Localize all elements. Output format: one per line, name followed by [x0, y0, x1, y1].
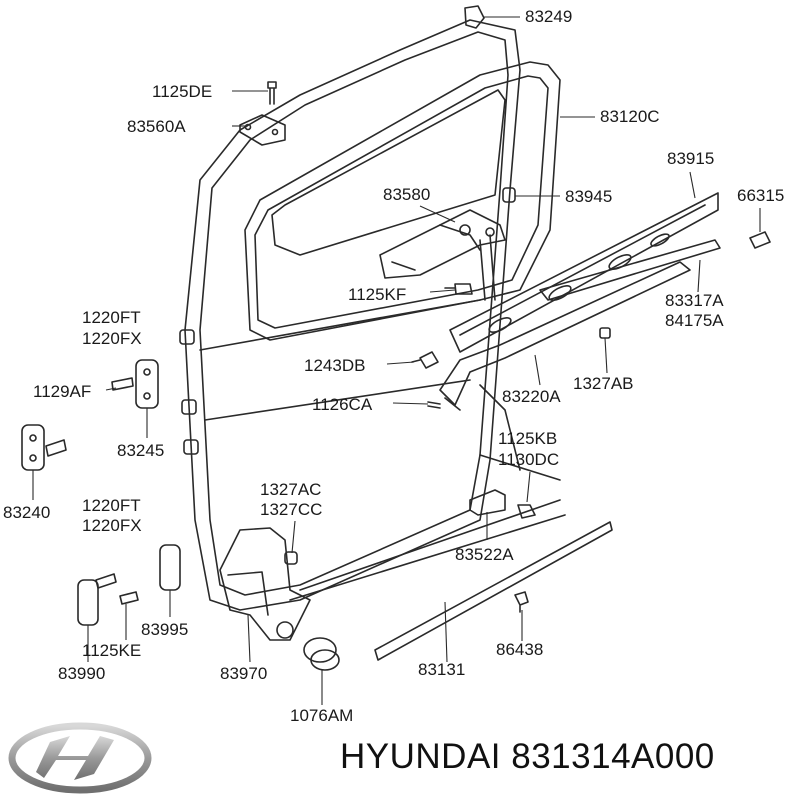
label-1327AC: 1327AC — [260, 480, 322, 499]
label-83317A: 83317A — [665, 291, 724, 310]
window-weatherstrip — [244, 61, 561, 341]
hyundai-logo-icon — [8, 722, 152, 794]
label-83580: 83580 — [383, 185, 431, 204]
label-1129AF: 1129AF — [33, 382, 92, 401]
window-weatherstrip-inner — [254, 75, 549, 329]
label-1125KF: 1125KF — [348, 285, 407, 304]
label-1076AM: 1076AM — [290, 706, 354, 725]
label-86438: 86438 — [496, 640, 544, 659]
label-1243DB: 1243DB — [304, 356, 366, 375]
label-83915: 83915 — [667, 149, 715, 168]
label-83970: 83970 — [220, 664, 268, 683]
label-83131: 83131 — [418, 660, 466, 679]
label-83945: 83945 — [565, 187, 613, 206]
part-83915-rail — [449, 192, 719, 353]
label-66315: 66315 — [737, 186, 785, 205]
label-1125KE: 1125KE — [82, 641, 142, 660]
label-83240: 83240 — [3, 503, 51, 522]
part-83580-bracket — [379, 209, 506, 279]
label-83990: 83990 — [58, 664, 106, 683]
label-83249: 83249 — [525, 7, 573, 26]
label-83995: 83995 — [141, 620, 189, 639]
label-1220FT-lower: 1220FT — [82, 496, 141, 515]
label-83220A: 83220A — [502, 387, 561, 406]
label-1327AB: 1327AB — [573, 374, 634, 393]
part-83317A-rail — [539, 239, 721, 301]
label-1125KB: 1125KB — [498, 429, 558, 448]
part-83970-hinge — [219, 527, 311, 641]
label-1130DC: 1130DC — [498, 450, 560, 469]
label-1126CA: 1126CA — [312, 395, 373, 414]
label-1327CC: 1327CC — [260, 500, 323, 519]
label-83522A: 83522A — [455, 545, 514, 564]
label-1220FX-upper: 1220FX — [82, 329, 142, 348]
label-1125DE: 1125DE — [152, 82, 213, 101]
part-83522A — [469, 489, 506, 516]
part-83131-strip — [374, 521, 613, 661]
label-1220FX-lower: 1220FX — [82, 516, 142, 535]
part-number-caption: HYUNDAI 831314A000 — [340, 737, 715, 776]
door-outer-frame — [184, 19, 521, 611]
part-83220A-rail — [439, 261, 691, 406]
window-glass-edge — [271, 89, 506, 256]
label-1220FT-upper: 1220FT — [82, 308, 141, 327]
label-84175A: 84175A — [665, 311, 724, 330]
label-83245: 83245 — [117, 441, 165, 460]
label-83120C: 83120C — [600, 107, 660, 126]
label-83560A: 83560A — [127, 117, 186, 136]
